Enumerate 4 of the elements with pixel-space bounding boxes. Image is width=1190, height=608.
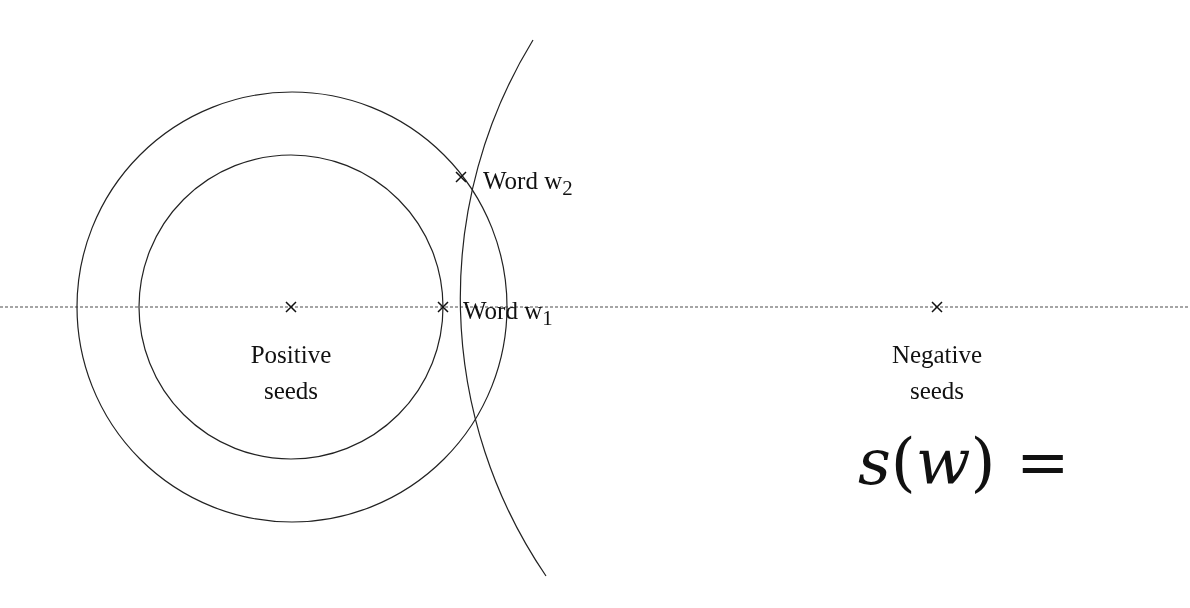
seed-label: Negative seeds [890, 340, 984, 406]
seed-label: Positive seeds [249, 340, 333, 406]
point-label: Word w$_{2}$ [483, 166, 573, 202]
formula: s(w) = [858, 424, 1070, 500]
